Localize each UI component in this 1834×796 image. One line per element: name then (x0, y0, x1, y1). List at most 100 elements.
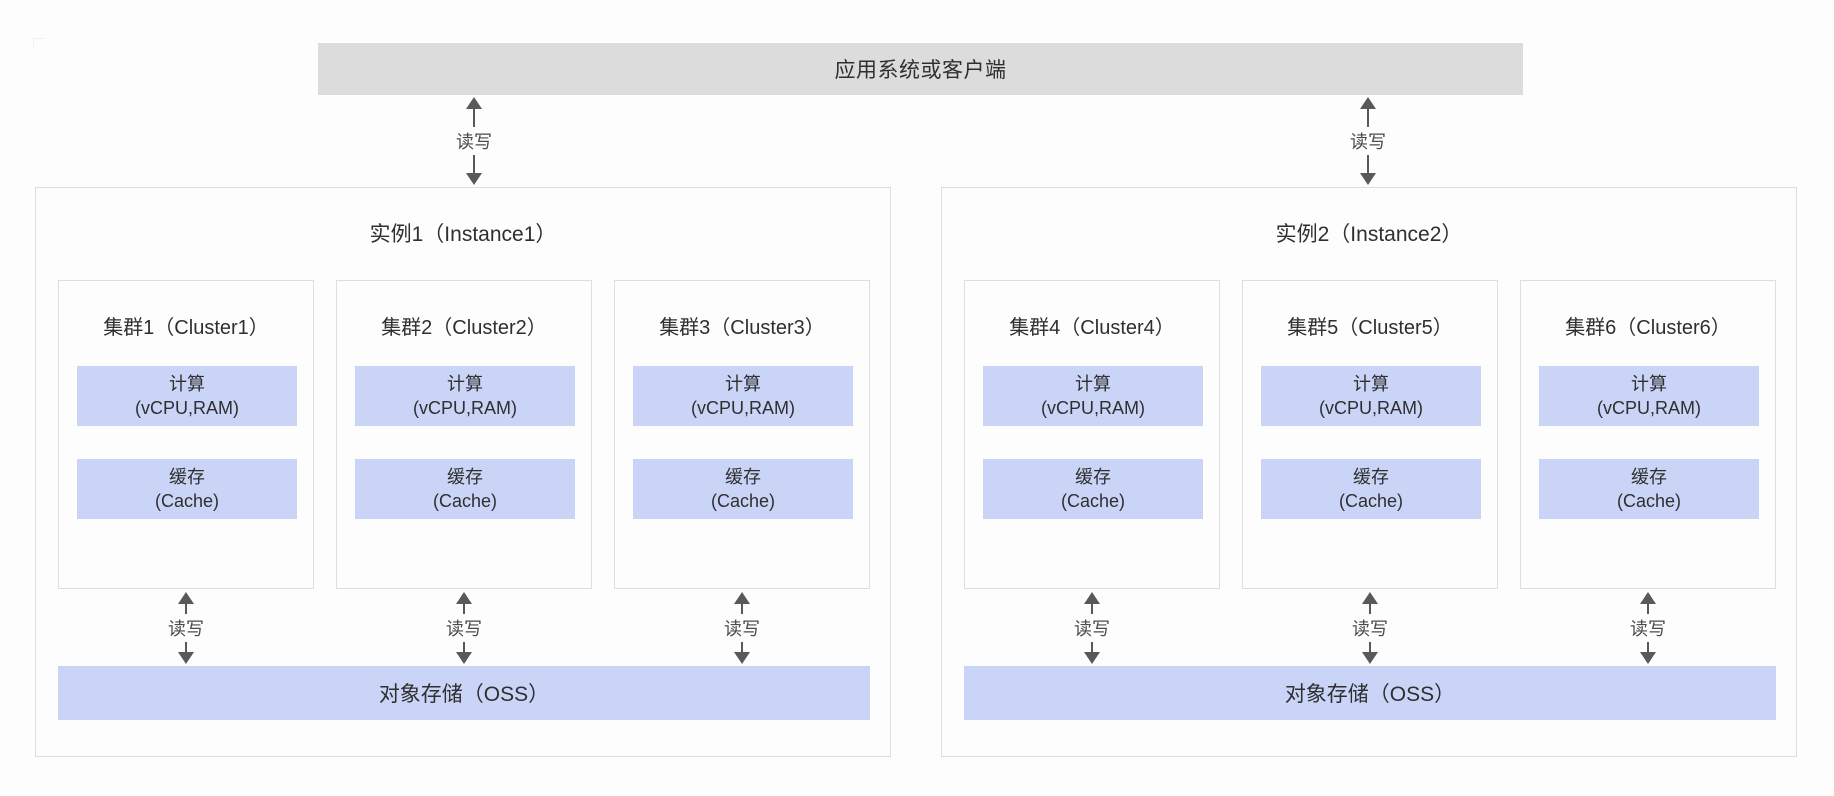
cache-sublabel: (Cache) (1616, 491, 1682, 511)
instance-2-title: 实例2（Instance2） (1275, 223, 1463, 246)
arrow-head-up-icon (1640, 592, 1656, 604)
arrow-stem-top (1369, 602, 1371, 618)
arrow-stem-bottom (1367, 153, 1369, 175)
cluster-4-cache-box: 缓存 (Cache) (983, 459, 1203, 519)
readwrite-arrow-cluster-1-storage: 读写 (148, 592, 224, 664)
readwrite-label: 读写 (1346, 127, 1390, 155)
arrow-stem-bottom (1091, 638, 1093, 654)
compute-label: 计算 (1353, 374, 1389, 394)
arrow-head-down-icon (456, 652, 472, 664)
arrow-head-down-icon (1640, 652, 1656, 664)
cluster-2-cache-box: 缓存 (Cache) (355, 459, 575, 519)
compute-label: 计算 (169, 374, 205, 394)
arrow-head-down-icon (178, 652, 194, 664)
arrow-head-down-icon (1084, 652, 1100, 664)
cluster-3-compute-box: 计算 (vCPU,RAM) (633, 366, 853, 426)
cluster-4-title: 集群4（Cluster4） (1009, 317, 1175, 339)
compute-sublabel: (vCPU,RAM) (1041, 398, 1145, 418)
arrow-head-up-icon (466, 97, 482, 109)
arrow-stem-top (1367, 107, 1369, 129)
cluster-1-cache-box: 缓存 (Cache) (77, 459, 297, 519)
compute-sublabel: (vCPU,RAM) (413, 398, 517, 418)
cache-label: 缓存 (725, 467, 761, 487)
object-storage-label: 对象存储（OSS） (378, 683, 550, 706)
cluster-5-compute-box: 计算 (vCPU,RAM) (1261, 366, 1481, 426)
corner-mark (33, 38, 44, 49)
cache-sublabel: (Cache) (710, 491, 776, 511)
readwrite-label: 读写 (452, 127, 496, 155)
cluster-4-compute-box: 计算 (vCPU,RAM) (983, 366, 1203, 426)
readwrite-arrow-cluster-3-storage: 读写 (704, 592, 780, 664)
cluster-4-box: 集群4（Cluster4） 计算 (vCPU,RAM) 缓存 (Cache) (964, 280, 1220, 589)
arrow-stem-bottom (473, 153, 475, 175)
arrow-head-down-icon (1360, 173, 1376, 185)
arrow-stem-top (741, 602, 743, 618)
arrow-stem-bottom (463, 638, 465, 654)
instance-1-title: 实例1（Instance1） (369, 223, 557, 246)
cluster-2-title: 集群2（Cluster2） (381, 317, 547, 339)
compute-label: 计算 (1631, 374, 1667, 394)
cluster-6-compute-box: 计算 (vCPU,RAM) (1539, 366, 1759, 426)
instance-2-container: 实例2（Instance2） 集群4（Cluster4） 计算 (vCPU,RA… (941, 187, 1797, 757)
cluster-3-cache-box: 缓存 (Cache) (633, 459, 853, 519)
cluster-1-title: 集群1（Cluster1） (103, 317, 269, 339)
client-application-label: 应用系统或客户端 (834, 59, 1007, 82)
compute-label: 计算 (1075, 374, 1111, 394)
cache-sublabel: (Cache) (1338, 491, 1404, 511)
compute-label: 计算 (447, 374, 483, 394)
cache-label: 缓存 (1631, 467, 1667, 487)
arrow-stem-bottom (1647, 638, 1649, 654)
instance-1-object-storage-bar: 对象存储（OSS） (58, 666, 870, 720)
cluster-6-box: 集群6（Cluster6） 计算 (vCPU,RAM) 缓存 (Cache) (1520, 280, 1776, 589)
cluster-3-box: 集群3（Cluster3） 计算 (vCPU,RAM) 缓存 (Cache) (614, 280, 870, 589)
readwrite-label: 读写 (164, 614, 208, 642)
readwrite-arrow-instance2: 读写 (1330, 97, 1406, 185)
cluster-2-compute-box: 计算 (vCPU,RAM) (355, 366, 575, 426)
arrow-head-up-icon (1360, 97, 1376, 109)
arrow-stem-bottom (741, 638, 743, 654)
cache-label: 缓存 (1353, 467, 1389, 487)
readwrite-arrow-cluster-2-storage: 读写 (426, 592, 502, 664)
instance-1-container: 实例1（Instance1） 集群1（Cluster1） 计算 (vCPU,RA… (35, 187, 891, 757)
arrow-head-up-icon (456, 592, 472, 604)
cluster-5-box: 集群5（Cluster5） 计算 (vCPU,RAM) 缓存 (Cache) (1242, 280, 1498, 589)
readwrite-label: 读写 (442, 614, 486, 642)
compute-sublabel: (vCPU,RAM) (135, 398, 239, 418)
arrow-stem-top (473, 107, 475, 129)
readwrite-label: 读写 (1070, 614, 1114, 642)
compute-label: 计算 (725, 374, 761, 394)
readwrite-label: 读写 (1348, 614, 1392, 642)
readwrite-arrow-cluster-5-storage: 读写 (1332, 592, 1408, 664)
arrow-stem-top (463, 602, 465, 618)
readwrite-label: 读写 (720, 614, 764, 642)
arrow-head-up-icon (1084, 592, 1100, 604)
cluster-6-title: 集群6（Cluster6） (1565, 317, 1731, 339)
cluster-3-title: 集群3（Cluster3） (659, 317, 825, 339)
object-storage-label: 对象存储（OSS） (1284, 683, 1456, 706)
instance-2-object-storage-bar: 对象存储（OSS） (964, 666, 1776, 720)
arrow-stem-top (1647, 602, 1649, 618)
arrow-stem-bottom (1369, 638, 1371, 654)
cluster-1-compute-box: 计算 (vCPU,RAM) (77, 366, 297, 426)
cluster-6-cache-box: 缓存 (Cache) (1539, 459, 1759, 519)
readwrite-arrow-cluster-6-storage: 读写 (1610, 592, 1686, 664)
cluster-1-box: 集群1（Cluster1） 计算 (vCPU,RAM) 缓存 (Cache) (58, 280, 314, 589)
compute-sublabel: (vCPU,RAM) (1319, 398, 1423, 418)
arrow-stem-top (1091, 602, 1093, 618)
arrow-head-up-icon (734, 592, 750, 604)
cluster-5-cache-box: 缓存 (Cache) (1261, 459, 1481, 519)
client-application-bar: 应用系统或客户端 (318, 43, 1523, 95)
arrow-head-down-icon (466, 173, 482, 185)
arrow-head-down-icon (1362, 652, 1378, 664)
compute-sublabel: (vCPU,RAM) (691, 398, 795, 418)
cache-sublabel: (Cache) (1060, 491, 1126, 511)
compute-sublabel: (vCPU,RAM) (1597, 398, 1701, 418)
cache-sublabel: (Cache) (432, 491, 498, 511)
cluster-2-box: 集群2（Cluster2） 计算 (vCPU,RAM) 缓存 (Cache) (336, 280, 592, 589)
arrow-head-down-icon (734, 652, 750, 664)
readwrite-label: 读写 (1626, 614, 1670, 642)
arrow-stem-bottom (185, 638, 187, 654)
arrow-head-up-icon (178, 592, 194, 604)
arrow-stem-top (185, 602, 187, 618)
